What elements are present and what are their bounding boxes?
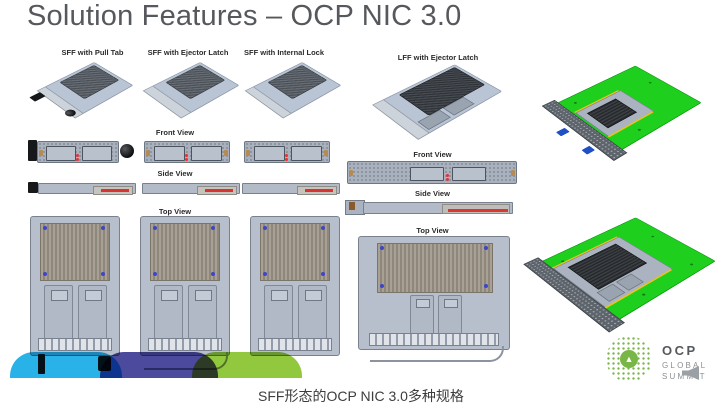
label-front-view-sff: Front View <box>155 128 195 137</box>
render-3d-sff-pull-tab <box>29 58 134 122</box>
caption: SFF形态的OCP NIC 3.0多种规格 <box>258 388 464 404</box>
decor-shape-green <box>192 352 302 378</box>
label-lff-ejector-latch: LFF with Ejector Latch <box>397 53 479 62</box>
logo-text-summit: SUMMIT <box>662 372 707 381</box>
logo-text-global: GLOBAL <box>662 361 708 370</box>
logo-text-ocp: OCP <box>662 343 698 358</box>
render-3d-board-sff-install <box>516 58 716 168</box>
side-view-sff-internal-lock <box>240 180 340 195</box>
side-view-sff-pull-tab <box>28 180 138 195</box>
front-view-sff-pull-tab <box>28 139 138 165</box>
label-front-view-lff: Front View <box>413 150 452 159</box>
label-sff-pull-tab: SFF with Pull Tab <box>61 48 124 57</box>
ejector-lever <box>370 346 504 362</box>
top-view-sff-internal-lock <box>248 216 343 376</box>
render-3d-sff-ejector <box>140 58 240 122</box>
render-3d-lff-ejector <box>368 60 508 140</box>
front-view-sff-internal-lock <box>240 139 335 165</box>
label-sff-internal-lock: SFF with Internal Lock <box>243 48 324 57</box>
label-top-view-lff: Top View <box>416 226 449 235</box>
label-side-view-lff: Side View <box>415 189 450 198</box>
top-view-lff <box>356 236 514 371</box>
ocp-burst-icon: ▲ <box>606 336 652 382</box>
render-3d-sff-internal-lock <box>242 58 342 122</box>
front-view-lff <box>345 159 521 186</box>
front-view-sff-ejector <box>140 139 235 165</box>
label-side-view-sff: Side View <box>157 169 193 178</box>
speaker-icon[interactable] <box>682 366 699 380</box>
top-view-sff-ejector <box>138 216 233 376</box>
ocp-global-summit-logo: ▲ OCP GLOBAL SUMMIT <box>606 334 716 386</box>
top-view-sff-pull-tab <box>28 216 123 376</box>
render-3d-board-lff-installed <box>506 198 716 343</box>
label-sff-ejector-latch: SFF with Ejector Latch <box>147 48 229 57</box>
side-view-lff <box>345 198 515 216</box>
page-title: Solution Features – OCP NIC 3.0 <box>27 0 462 32</box>
mountain-icon: ▲ <box>620 350 638 368</box>
side-view-sff-ejector <box>140 180 240 195</box>
pull-tab <box>29 92 46 102</box>
label-top-view-sff: Top View <box>158 207 192 216</box>
